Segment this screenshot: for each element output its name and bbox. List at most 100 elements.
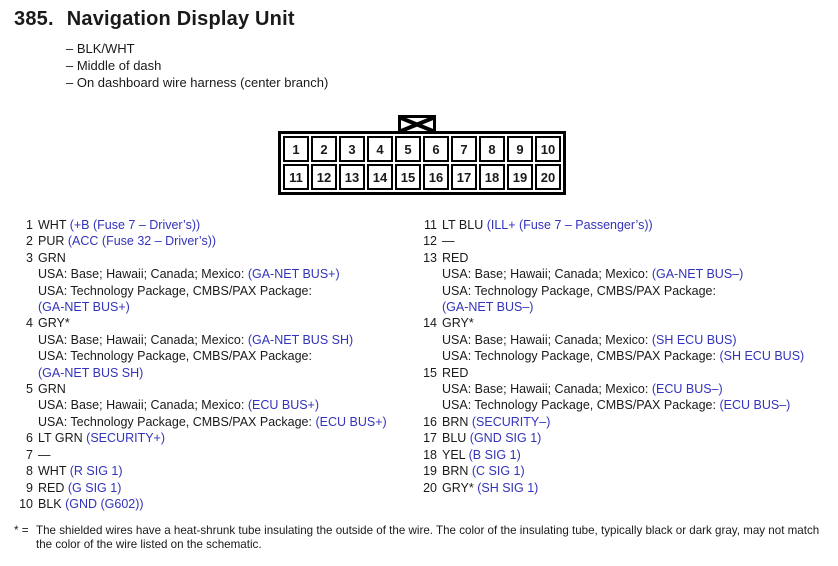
pin-number: 3	[26, 250, 33, 265]
signal-name: (SH ECU BUS)	[651, 332, 737, 347]
footnote-marker: * =	[14, 524, 29, 537]
wire-color: USA: Technology Package, CMBS/PAX Packag…	[442, 398, 720, 413]
pin-line: USA: Technology Package, CMBS/PAX Packag…	[38, 348, 353, 364]
connector-notes: – BLK/WHT – Middle of dash – On dashboar…	[66, 40, 328, 91]
pin-line: BRN (C SIG 1)	[442, 463, 525, 479]
connector-pin-4: 4	[367, 136, 393, 162]
pin-lines: WHT (R SIG 1)	[38, 463, 123, 479]
connector-pin-5: 5	[395, 136, 421, 162]
pin-line: RED (G SIG 1)	[38, 480, 121, 496]
wire-color: RED	[442, 250, 469, 265]
pin-row-1: 1 WHT (+B (Fuse 7 – Driver’s))	[14, 217, 414, 233]
pin-line: USA: Technology Package, CMBS/PAX Packag…	[38, 283, 340, 299]
pin-lines: WHT (+B (Fuse 7 – Driver’s))	[38, 217, 200, 233]
pin-row-7: 7—	[14, 447, 414, 463]
connector-pin-11: 11	[283, 164, 309, 190]
pin-line: USA: Technology Package, CMBS/PAX Packag…	[442, 397, 790, 413]
wire-color: PUR	[38, 234, 68, 249]
pin-row-12: 12—	[418, 233, 832, 249]
pin-row-8: 8 WHT (R SIG 1)	[14, 463, 414, 479]
wire-color: RED	[442, 365, 469, 380]
signal-name: (GA-NET BUS+)	[247, 267, 340, 282]
signal-name: (ILL+ (Fuse 7 – Passenger’s))	[486, 218, 653, 232]
wire-color: USA: Technology Package, CMBS/PAX Packag…	[442, 283, 716, 298]
signal-name: (SH SIG 1)	[477, 480, 539, 495]
pin-lines: GRY*USA: Base; Hawaii; Canada; Mexico: (…	[38, 315, 353, 381]
connector-pin-14: 14	[367, 164, 393, 190]
wire-color: GRY*	[38, 316, 70, 331]
connector-pin-10: 10	[535, 136, 561, 162]
note-harness: – On dashboard wire harness (center bran…	[66, 75, 329, 90]
signal-name: (ECU BUS+)	[247, 398, 320, 413]
pin-row-9: 9 RED (G SIG 1)	[14, 480, 414, 496]
signal-name: (GND (G602))	[65, 496, 144, 511]
wire-color: USA: Base; Hawaii; Canada; Mexico:	[442, 332, 652, 347]
signal-name: (ECU BUS–)	[651, 382, 723, 397]
connector-keyway-icon	[398, 115, 436, 134]
pin-line: —	[38, 447, 51, 463]
wire-color: GRN	[38, 382, 66, 397]
pin-line: USA: Technology Package, CMBS/PAX Packag…	[442, 348, 804, 364]
pin-line: WHT (+B (Fuse 7 – Driver’s))	[38, 217, 200, 233]
pin-lines: LT BLU (ILL+ (Fuse 7 – Passenger’s))	[442, 217, 653, 233]
signal-name: (SECURITY–)	[471, 414, 551, 429]
pin-line: USA: Technology Package, CMBS/PAX Packag…	[38, 414, 387, 430]
signal-name: (ECU BUS+)	[315, 414, 387, 429]
signal-name: (R SIG 1)	[69, 464, 123, 479]
connector-pin-12: 12	[311, 164, 337, 190]
section-title: Navigation Display Unit	[66, 8, 295, 30]
pin-line: BLK (GND (G602))	[38, 496, 144, 512]
signal-name: (GA-NET BUS–)	[651, 267, 744, 282]
wire-color: —	[38, 447, 51, 462]
pin-lines: LT GRN (SECURITY+)	[38, 430, 165, 446]
pin-number: 14	[423, 316, 437, 331]
connector-pin-19: 19	[507, 164, 533, 190]
note-wire-color: – BLK/WHT	[66, 41, 135, 56]
signal-name: (GA-NET BUS+)	[38, 300, 130, 315]
pin-line: LT GRN (SECURITY+)	[38, 430, 165, 446]
connector-pin-1: 1	[283, 136, 309, 162]
pin-lines: PUR (ACC (Fuse 32 – Driver’s))	[38, 233, 216, 249]
connector-pin-6: 6	[423, 136, 449, 162]
pin-number: 9	[26, 480, 33, 495]
pin-number: 13	[423, 250, 437, 265]
pin-number: 4	[26, 316, 33, 331]
wire-color: BRN	[442, 464, 472, 479]
wire-color: USA: Technology Package, CMBS/PAX Packag…	[38, 283, 312, 298]
pin-line: GRN	[38, 250, 340, 266]
pin-line: GRN	[38, 381, 387, 397]
pin-line: (GA-NET BUS+)	[38, 299, 340, 315]
signal-name: (C SIG 1)	[471, 464, 525, 479]
pin-lines: —	[442, 233, 455, 249]
pin-number: 5	[26, 382, 33, 397]
pin-number: 1	[26, 218, 33, 232]
pin-line: —	[442, 233, 455, 249]
pin-lines: —	[38, 447, 51, 463]
pin-lines: GRY* (SH SIG 1)	[442, 480, 538, 496]
note-location: – Middle of dash	[66, 58, 162, 73]
signal-name: (GA-NET BUS–)	[442, 300, 534, 315]
signal-name: (+B (Fuse 7 – Driver’s))	[69, 218, 201, 232]
pin-line: PUR (ACC (Fuse 32 – Driver’s))	[38, 233, 216, 249]
pin-line: LT BLU (ILL+ (Fuse 7 – Passenger’s))	[442, 217, 653, 233]
wire-color: LT BLU	[442, 218, 487, 232]
pin-number: 8	[26, 464, 33, 479]
shield-footnote: * = The shielded wires have a heat-shrun…	[14, 524, 828, 551]
